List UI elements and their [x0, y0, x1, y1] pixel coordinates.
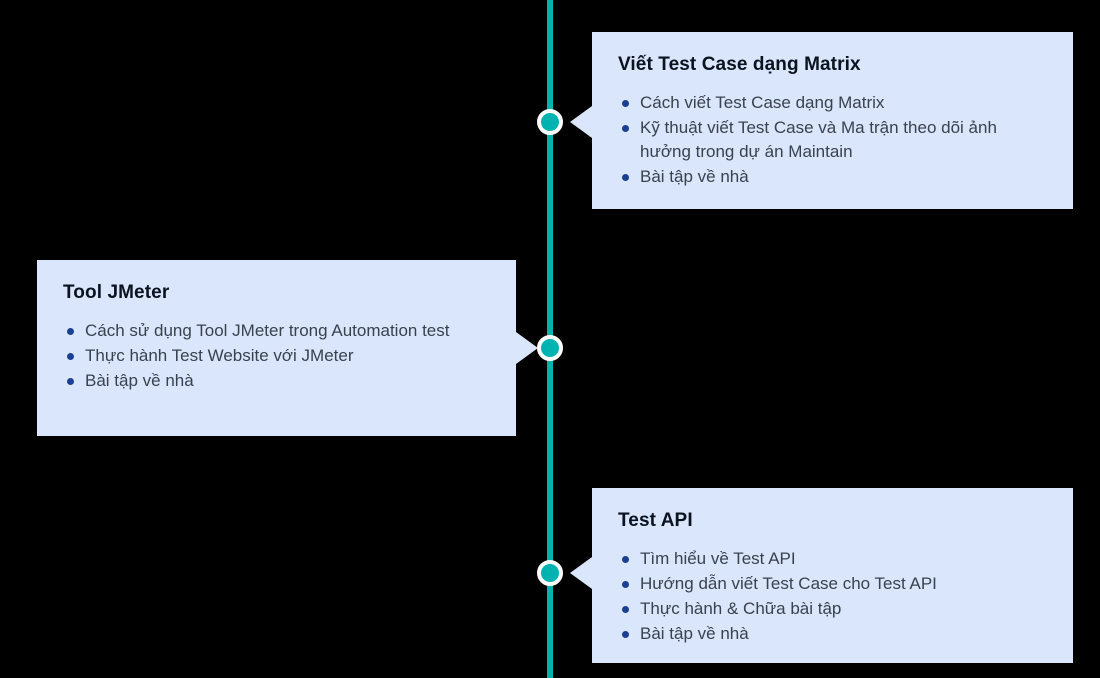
card-list-1: Cách viết Test Case dạng Matrix Kỹ thuật…: [618, 91, 1047, 190]
list-item: Hướng dẫn viết Test Case cho Test API: [618, 572, 1047, 596]
timeline-marker-1[interactable]: [537, 109, 563, 135]
list-item: Bài tập về nhà: [63, 369, 490, 393]
card-title-2: Tool JMeter: [63, 282, 170, 303]
list-item: Tìm hiểu về Test API: [618, 547, 1047, 571]
timeline-marker-3[interactable]: [537, 560, 563, 586]
list-item: Bài tập về nhà: [618, 165, 1047, 189]
timeline-card-3[interactable]: Test API Tìm hiểu về Test API Hướng dẫn …: [592, 488, 1073, 663]
list-item: Bài tập về nhà: [618, 622, 1047, 646]
card-title-3: Test API: [618, 510, 693, 531]
card-pointer-3: [570, 557, 592, 589]
list-item: Cách sử dụng Tool JMeter trong Automatio…: [63, 319, 490, 343]
timeline-marker-2[interactable]: [537, 335, 563, 361]
card-pointer-2: [516, 332, 538, 364]
card-list-2: Cách sử dụng Tool JMeter trong Automatio…: [63, 319, 490, 393]
timeline-card-1[interactable]: Viết Test Case dạng Matrix Cách viết Tes…: [592, 32, 1073, 209]
list-item: Cách viết Test Case dạng Matrix: [618, 91, 1047, 115]
list-item: Thực hành & Chữa bài tập: [618, 597, 1047, 621]
list-item: Thực hành Test Website với JMeter: [63, 344, 490, 368]
timeline-card-2[interactable]: Tool JMeter Cách sử dụng Tool JMeter tro…: [37, 260, 516, 436]
card-title-1: Viết Test Case dạng Matrix: [618, 54, 861, 75]
list-item: Kỹ thuật viết Test Case và Ma trận theo …: [618, 116, 1047, 164]
card-list-3: Tìm hiểu về Test API Hướng dẫn viết Test…: [618, 547, 1047, 647]
card-pointer-1: [570, 106, 592, 138]
